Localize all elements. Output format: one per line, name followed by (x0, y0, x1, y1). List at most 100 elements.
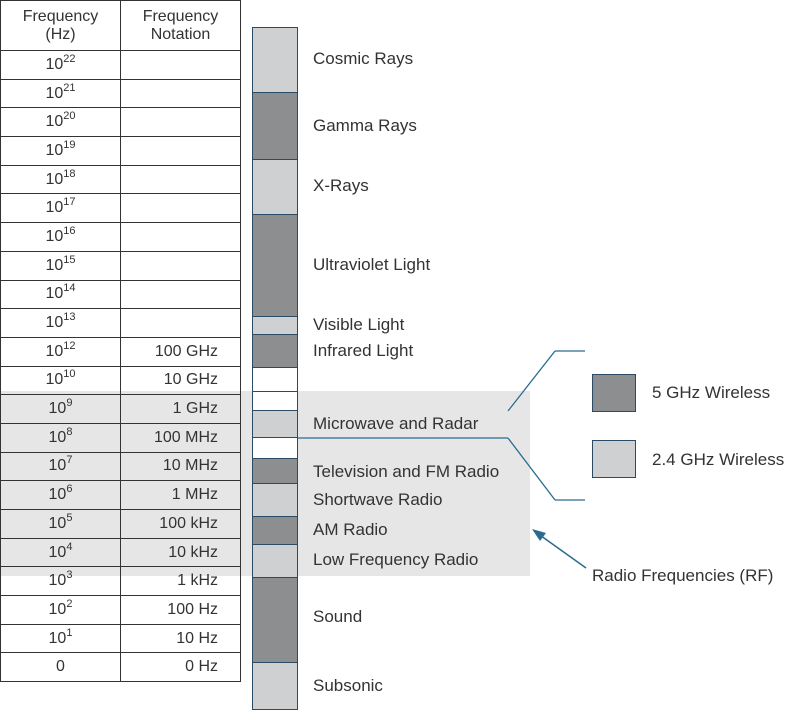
header-frequency-hz-text: Frequency (Hz) (22, 7, 99, 43)
frequency-exponent: 19 (63, 138, 76, 151)
legend-swatch-2-4ghz (592, 440, 636, 478)
frequency-hz-cell: 108 (0, 422, 121, 453)
label-subsonic: Subsonic (313, 676, 383, 695)
header-frequency-notation: Frequency Notation (120, 0, 241, 51)
frequency-base: 10 (48, 428, 67, 446)
segment-gamma-rays (252, 92, 298, 160)
frequency-base: 10 (48, 543, 67, 561)
legend-label-2-4ghz: 2.4 GHz Wireless (652, 450, 785, 469)
table-row: 1015 (0, 250, 241, 281)
label-shortwave-radio: Shortwave Radio (313, 490, 443, 509)
segment-low-frequency (252, 544, 298, 578)
frequency-exponent: 16 (63, 224, 76, 237)
label-visible-light: Visible Light (313, 315, 405, 334)
frequency-base: 10 (48, 629, 67, 647)
frequency-exponent: 21 (63, 81, 76, 94)
label-gamma-rays: Gamma Rays (313, 116, 417, 135)
frequency-base: 10 (45, 227, 64, 245)
frequency-notation-cell: 100 Hz (120, 595, 241, 625)
table-row: 1019 (0, 136, 241, 166)
frequency-notation-cell: 100 kHz (120, 509, 241, 539)
table-row: 105 100 kHz (0, 509, 241, 539)
label-microwave-radar: Microwave and Radar (313, 414, 479, 433)
frequency-base: 10 (45, 199, 64, 217)
frequency-notation-cell: 10 MHz (120, 451, 241, 482)
table-row: 1022 (0, 50, 241, 80)
frequency-base: 10 (45, 141, 64, 159)
frequency-hz-cell: 109 (0, 394, 121, 424)
segment-subsonic (252, 662, 298, 710)
frequency-exponent: 4 (66, 540, 73, 553)
label-cosmic-rays: Cosmic Rays (313, 49, 414, 68)
frequency-base: 10 (48, 457, 67, 475)
frequency-base: 10 (48, 514, 67, 532)
frequency-base: 0 (56, 658, 65, 676)
header-frequency-hz: Frequency (Hz) (0, 0, 121, 51)
frequency-notation-cell: 1 MHz (120, 480, 241, 510)
frequency-notation-cell (120, 78, 241, 109)
frequency-hz-cell: 1015 (0, 250, 121, 281)
frequency-notation-cell: 1 kHz (120, 566, 241, 597)
rf-callout-label: Radio Frequencies (RF) (592, 566, 774, 585)
legend-swatch-5ghz (592, 374, 636, 412)
frequency-exponent: 14 (63, 282, 76, 295)
frequency-hz-cell: 1022 (0, 50, 121, 80)
frequency-notation-cell (120, 50, 241, 80)
segment-ultraviolet (252, 214, 298, 317)
frequency-hz-cell: 102 (0, 595, 121, 625)
frequency-base: 10 (48, 486, 67, 504)
frequency-exponent: 3 (66, 569, 73, 582)
frequency-base: 10 (45, 256, 64, 274)
table-row: 1013 (0, 308, 241, 338)
frequency-hz-cell: 101 (0, 623, 121, 654)
frequency-base: 10 (45, 170, 64, 188)
label-sound: Sound (313, 607, 363, 626)
table-row: 1016 (0, 222, 241, 252)
table-row: 1021 (0, 78, 241, 109)
frequency-hz-cell: 1020 (0, 107, 121, 138)
frequency-exponent: 5 (66, 511, 73, 524)
lower-connector-line (507, 437, 556, 501)
frequency-exponent: 18 (63, 167, 76, 180)
frequency-exponent: 13 (63, 311, 76, 324)
frequency-base: 10 (45, 314, 64, 332)
frequency-base: 10 (45, 285, 64, 303)
frequency-notation-cell: 10 Hz (120, 623, 241, 654)
table-row: 103 1 kHz (0, 566, 241, 597)
frequency-base: 10 (45, 342, 64, 360)
frequency-hz-cell: 104 (0, 537, 121, 568)
rf-arrow-line (536, 532, 587, 569)
frequency-exponent: 20 (63, 110, 76, 123)
frequency-exponent: 8 (66, 425, 73, 438)
label-am-radio: AM Radio (313, 520, 388, 539)
frequency-base: 10 (45, 84, 64, 102)
frequency-base: 10 (45, 371, 64, 389)
frequency-notation-cell: 1 GHz (120, 394, 241, 424)
frequency-exponent: 17 (63, 196, 76, 209)
frequency-exponent: 15 (63, 253, 76, 266)
frequency-hz-cell: 0 (0, 652, 121, 683)
frequency-exponent: 2 (66, 597, 73, 610)
frequency-notation-cell: 10 kHz (120, 537, 241, 568)
frequency-base: 10 (48, 572, 67, 590)
frequency-base: 10 (48, 400, 67, 418)
upper-connector-line (507, 350, 556, 412)
segment-tv-fm (252, 458, 298, 484)
frequency-notation-cell (120, 193, 241, 224)
label-infrared: Infrared Light (313, 341, 414, 360)
legend-label-5ghz: 5 GHz Wireless (652, 383, 771, 402)
frequency-hz-cell: 1019 (0, 136, 121, 166)
header-frequency-notation-text: Frequency Notation (142, 7, 219, 43)
frequency-notation-cell: 100 GHz (120, 336, 241, 367)
